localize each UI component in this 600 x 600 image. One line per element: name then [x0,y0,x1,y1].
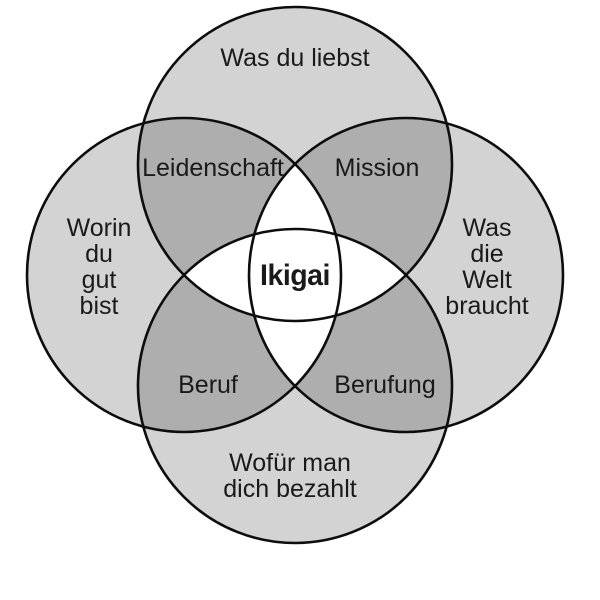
right-circle-outline [247,116,565,434]
bottom-circle-label-line1: Wofür man [229,449,351,477]
right-circle-label-line2: die [470,240,503,268]
top-circle-label: Was du liebst [220,44,369,72]
left-circle-label-line4: bist [80,292,119,320]
overlap-label-passion: Leidenschaft [142,154,284,182]
left-circle-label-line1: Worin [67,214,132,242]
bottom-circle-outline [136,227,454,545]
top-circle-outline [136,5,454,323]
left-circle-label-line2: du [85,240,113,268]
right-circle-label-line3: Welt [462,266,512,294]
center-label-ikigai: Ikigai [260,259,330,292]
overlap-label-mission: Mission [335,154,420,182]
overlap-label-vocation: Berufung [334,371,435,399]
left-circle-outline [25,116,343,434]
left-circle-label-line3: gut [82,266,117,294]
right-circle-label-line4: braucht [445,292,528,320]
bottom-circle-label-line2: dich bezahlt [223,475,356,503]
overlap-label-profession: Beruf [178,371,238,399]
left-circle-label: Worin du gut bist [67,214,132,320]
bottom-circle-label: Wofür man dich bezahlt [223,449,356,503]
right-circle-label: Was die Welt braucht [445,214,528,320]
right-circle-label-line1: Was [462,214,511,242]
